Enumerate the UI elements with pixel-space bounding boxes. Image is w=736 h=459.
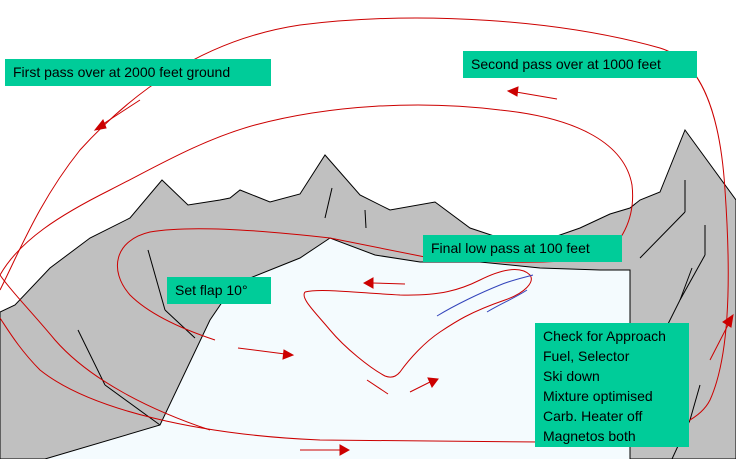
arrow-icon bbox=[366, 377, 439, 395]
checklist-item: Mixture optimised bbox=[543, 388, 653, 404]
arrow-icon bbox=[709, 313, 734, 361]
checklist-item: Check for Approach bbox=[543, 328, 666, 344]
checklist-item: Fuel, Selector bbox=[543, 348, 630, 364]
approach-checklist: Check for Approach Fuel, Selector Ski do… bbox=[535, 323, 689, 447]
second-pass-circuit bbox=[0, 104, 634, 431]
set-flap-label: Set flap 10° bbox=[167, 277, 271, 304]
ridge-lines bbox=[77, 180, 706, 459]
lake bbox=[0, 238, 635, 459]
ski-track bbox=[436, 274, 534, 317]
left-mountain bbox=[0, 128, 736, 459]
checklist-item: Ski down bbox=[543, 368, 600, 384]
arrow-icon bbox=[237, 347, 295, 360]
ski-track-2 bbox=[486, 289, 528, 313]
arrow-icon bbox=[93, 99, 141, 131]
first-pass-circuit bbox=[0, 17, 729, 443]
ski-track-1 bbox=[436, 274, 534, 317]
first-pass-label: First pass over at 2000 feet ground bbox=[5, 59, 271, 86]
arrow-icon bbox=[506, 86, 558, 100]
final-pass-label: Final low pass at 100 feet bbox=[423, 235, 622, 262]
second-pass-label: Second pass over at 1000 feet bbox=[463, 51, 697, 78]
direction-arrows bbox=[93, 86, 734, 456]
checklist-item: Magnetos both bbox=[543, 428, 636, 444]
checklist-item: Carb. Heater off bbox=[543, 408, 643, 424]
final-low-pass bbox=[303, 269, 532, 378]
arrow-icon bbox=[300, 444, 351, 456]
arrow-icon bbox=[362, 277, 406, 289]
